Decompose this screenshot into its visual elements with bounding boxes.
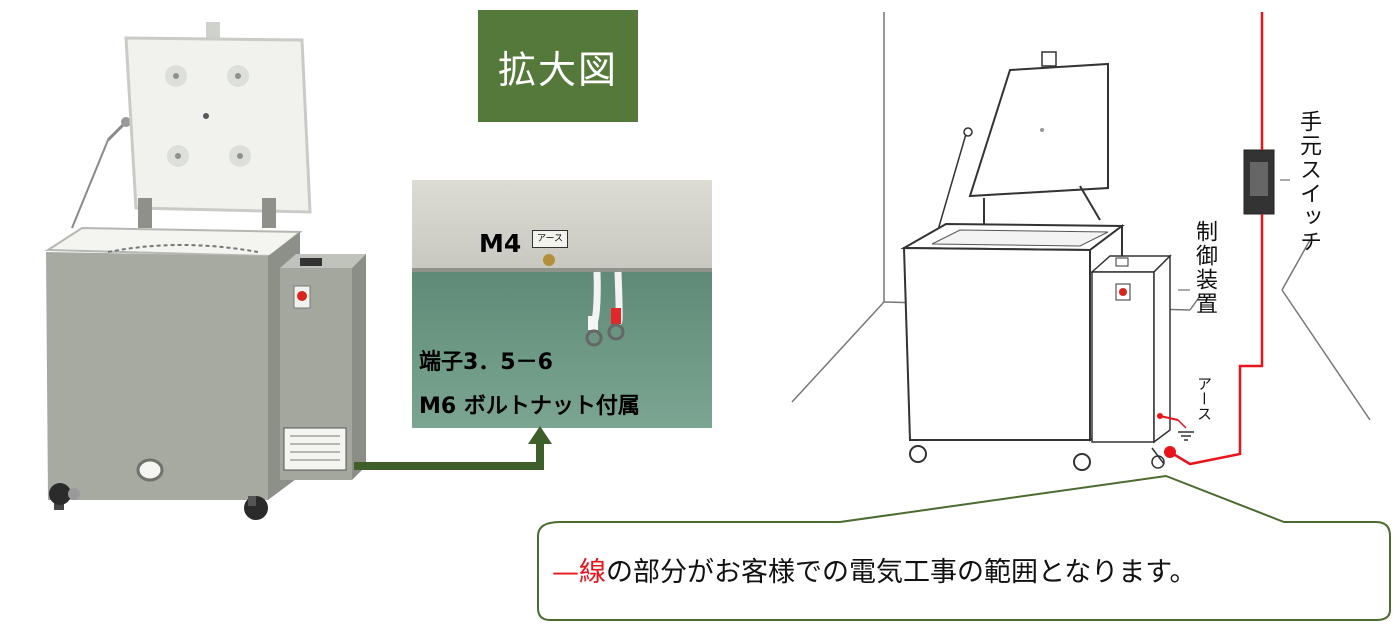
controller-box <box>280 254 366 480</box>
hand-switch <box>1243 149 1290 215</box>
zoom-arrow <box>354 426 552 470</box>
callout-bubble <box>537 474 1391 621</box>
zoom-photo: M4 アース 端子3．5－6 M6 ボルトナット付属 <box>412 180 712 428</box>
kiln-photo <box>44 22 366 520</box>
kiln-body <box>46 232 300 520</box>
zoom-badge-text: 拡大図 <box>497 47 618 92</box>
callout-text: —線の部分がお客様での電気工事の範囲となります。 <box>552 550 1392 600</box>
controller-label: 制御装置 <box>1192 220 1217 316</box>
kiln-panel <box>412 180 712 270</box>
bolt-size-label: M4 <box>479 229 522 258</box>
installation-diagram <box>791 12 1371 471</box>
earth-label: アース <box>1195 376 1213 421</box>
bolt-nut-label: M6 ボルトナット付属 <box>419 394 640 419</box>
panel-edge <box>412 268 712 272</box>
red-word: 線 <box>579 557 606 588</box>
terminal-label: 端子3．5－6 <box>419 350 553 375</box>
zoom-badge: 拡大図 <box>478 10 638 122</box>
terminal-wires <box>543 254 625 347</box>
kiln-lid <box>124 22 312 214</box>
callout-message: の部分がお客様での電気工事の範囲となります。 <box>606 557 1197 588</box>
red-line-symbol: — <box>552 557 579 588</box>
floor-background <box>412 272 712 428</box>
customer-wiring <box>1151 12 1264 469</box>
earth-tag: アース <box>532 230 568 248</box>
hand-switch-label: 手元スイッチ <box>1296 110 1321 254</box>
